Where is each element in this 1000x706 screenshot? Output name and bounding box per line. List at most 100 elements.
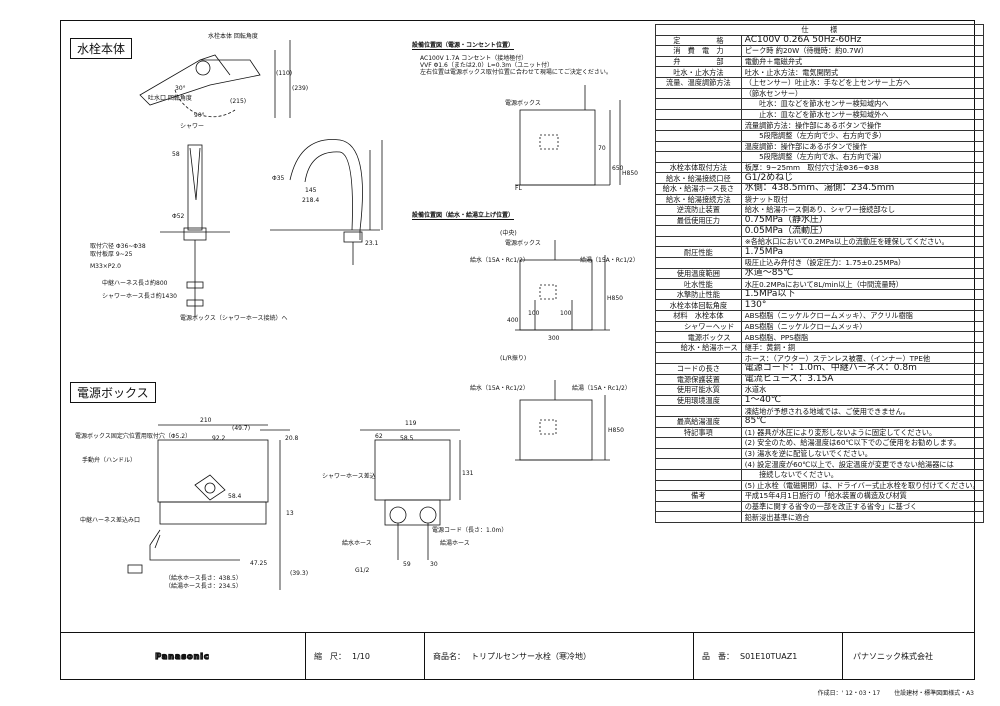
footer-note: 住設建材・標準図面様式・A3 [894, 690, 974, 697]
spec-key: シャワーヘッド [655, 320, 742, 333]
spec-row: 弁 部電動弁＋電磁弁式 [655, 55, 984, 68]
spec-row: 吐水性能水圧0.2MPaにおいて8L/min以上（中間流量時） [655, 278, 984, 290]
spec-value: (4) 設定温度が60℃以上で、設定温度が変更できない給湯器には [740, 458, 984, 470]
spec-key [655, 151, 742, 163]
faucet-body-label: 水栓本体 [70, 38, 133, 59]
spec-row: (3) 湯水を逆に配管しないでください。 [655, 447, 984, 460]
spec-value: 継手：黄銅・銅 [740, 341, 984, 354]
spec-key: 使用可能水質 [655, 384, 742, 396]
spec-key: 給水・給湯接続口径 [655, 172, 742, 184]
spec-row: （節水センサー） [655, 87, 984, 100]
spec-row: 止水：皿などを節水センサー検知域外へ [655, 108, 984, 121]
spec-value: AC100V 0.26A 50Hz-60Hz [740, 34, 984, 47]
spec-row: の基準に関する省令の一部を改正する省令」に基づく [655, 500, 984, 513]
spec-key: 逆流防止装置 [655, 204, 742, 216]
spec-key: 吐水性能 [655, 278, 742, 290]
spec-key [655, 479, 742, 492]
spec-value: 袋ナット取付 [740, 193, 984, 206]
spec-value: ABS樹脂、PPS樹脂 [740, 331, 984, 343]
spec-value: （上センサー）吐止水：手などを上センサー上方へ [740, 76, 984, 89]
spec-value: 板厚：9~25mm 取付穴寸法Φ36~Φ38 [740, 161, 984, 174]
spec-row: 使用可能水質水道水 [655, 384, 984, 396]
install-supply-label: 設備位置図（給水・給湯立上げ位置） [412, 212, 515, 220]
spec-value: (5) 止水栓（電磁開閉）は、ドライバー式止水栓を取り付けてください。 [740, 479, 984, 492]
title-block: Panasonic 縮 尺： 1/10 商品名： トリプルセンサー水栓（寒冷地）… [60, 632, 975, 680]
spec-row: 吐水：皿などを節水センサー検知域内へ [655, 98, 984, 110]
spec-value: 1.75MPa [740, 246, 984, 259]
spec-value: (2) 安全のため、給湯温度は60℃以下でのご使用をお勧めします。 [740, 437, 984, 449]
spec-row: 温度調節：操作部にあるボタンで操作 [655, 140, 984, 153]
spec-row: (4) 設定温度が60℃以上で、設定温度が変更できない給湯器には [655, 458, 984, 470]
spec-row: 逆流防止装置給水・給湯ホース側あり、シャワー接続部なし [655, 204, 984, 216]
spec-value: 0.05MPa（流動圧） [740, 225, 984, 237]
spec-key: 使用温度範囲 [655, 267, 742, 280]
spec-key: 定 格 [655, 34, 742, 47]
spec-key [655, 468, 742, 481]
spec-row: 5段階調整（左方向で水、右方向で湯） [655, 151, 984, 163]
spec-row: 消 費 電 力ピーク時 約20W（待機時：約0.7W） [655, 45, 984, 57]
spec-key: 弁 部 [655, 55, 742, 68]
footer: 作成日：' 12・03・17 住設建材・標準図面様式・A3 [818, 688, 974, 697]
spec-key: 水撃防止性能 [655, 288, 742, 301]
spec-value: 電源コード：1.0m、中継ハーネス：0.8m [740, 363, 984, 375]
spec-value: 給水・給湯ホース側あり、シャワー接続部なし [740, 204, 984, 216]
spec-value: 接続しないでください。 [740, 468, 984, 481]
spec-value: 1〜40℃ [740, 394, 984, 407]
spec-key [655, 458, 742, 470]
spec-value: 吐水：皿などを節水センサー検知域内へ [740, 98, 984, 110]
spec-row: ホース：（アウター）ステンレス被覆、（インナー）TPE他 [655, 352, 984, 364]
spec-key: 材料 水栓本体 [655, 310, 742, 322]
spec-key: 使用環境温度 [655, 394, 742, 407]
spec-value: 平成15年4月1日施行の「給水装置の構造及び材質 [740, 490, 984, 502]
spec-row: (5) 止水栓（電磁開閉）は、ドライバー式止水栓を取り付けてください。 [655, 479, 984, 492]
code-value: S01E10TUAZ1 [740, 652, 798, 661]
brand-logo: Panasonic [60, 633, 306, 680]
spec-key [655, 98, 742, 110]
spec-value: （節水センサー） [740, 87, 984, 100]
spec-key [655, 511, 742, 523]
spec-key [655, 257, 742, 269]
spec-row: コードの長さ電源コード：1.0m、中継ハーネス：0.8m [655, 363, 984, 375]
spec-value: 吐水・止水方法：電気開閉式 [740, 66, 984, 78]
spec-row: 給水・給湯ホース継手：黄銅・銅 [655, 341, 984, 354]
spec-value: の基準に関する省令の一部を改正する省令」に基づく [740, 500, 984, 513]
company-name: パナソニック株式会社 [853, 652, 933, 661]
spec-key [655, 500, 742, 513]
spec-row: 接続しないでください。 [655, 468, 984, 481]
spec-row: 凍結地が予想される地域では、ご使用できません。 [655, 405, 984, 417]
spec-value: 温度調節：操作部にあるボタンで操作 [740, 140, 984, 153]
code-cell: 品 番： S01E10TUAZ1 [694, 633, 843, 680]
spec-value: 吸圧止込み弁付き（設定圧力：1.75±0.25MPa） [740, 257, 984, 269]
spec-value: 鉛新浸出基準に適合 [740, 511, 984, 523]
spec-key: 流量、温度調節方法 [655, 76, 742, 89]
spec-key: 吐水・止水方法 [655, 66, 742, 78]
spec-key [655, 119, 742, 131]
install-power-label: 設備位置図（電源・コンセント位置） [412, 42, 515, 50]
spec-key: 電源ボックス [655, 331, 742, 343]
spec-value: 水側：438.5mm、湯側：234.5mm [740, 182, 984, 195]
spec-key [655, 352, 742, 364]
spec-value: ABS樹脂（ニッケルクロームメッキ） [740, 320, 984, 333]
spec-value: 電動弁＋電磁弁式 [740, 55, 984, 68]
spec-row: ※各給水口において0.2MPa以上の流動圧を確保してください。 [655, 235, 984, 248]
spec-key: 水栓本体回転角度 [655, 299, 742, 312]
spec-row: 給水・給湯ホース長さ水側：438.5mm、湯側：234.5mm [655, 182, 984, 195]
product-cell: 商品名： トリプルセンサー水栓（寒冷地） [425, 633, 694, 680]
spec-row: 吸圧止込み弁付き（設定圧力：1.75±0.25MPa） [655, 257, 984, 269]
code-label: 品 番： [702, 652, 734, 661]
spec-key: 給水・給湯接続方法 [655, 193, 742, 206]
spec-row: 0.05MPa（流動圧） [655, 225, 984, 237]
spec-value: ピーク時 約20W（待機時：約0.7W） [740, 45, 984, 57]
spec-value: 130° [740, 299, 984, 312]
